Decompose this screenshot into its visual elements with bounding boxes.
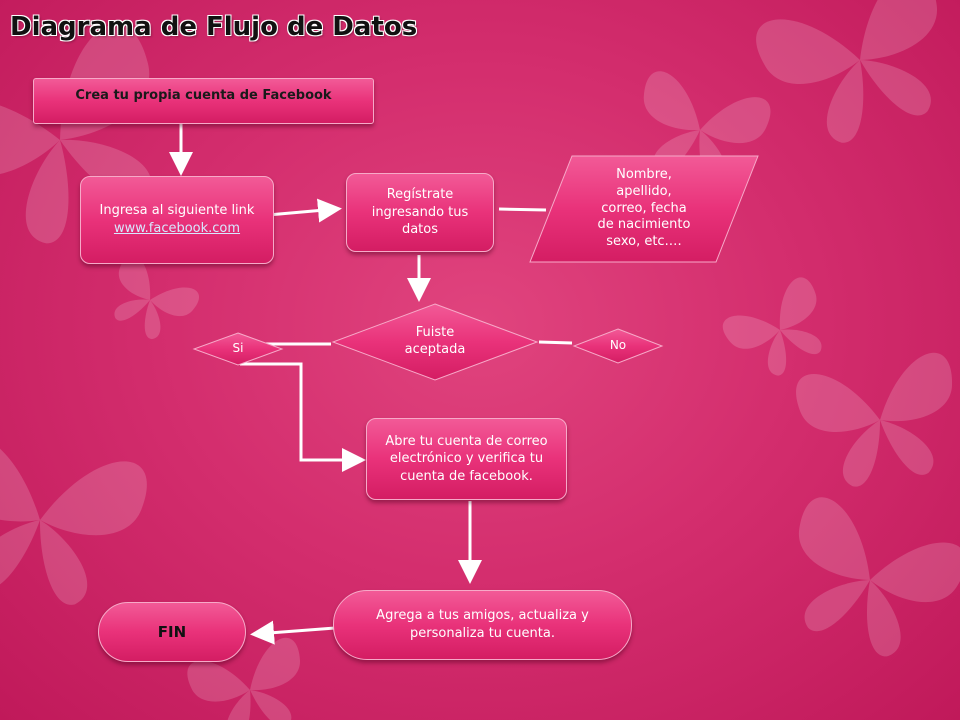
diamond-shape bbox=[192, 332, 284, 366]
diamond-shape bbox=[572, 328, 664, 364]
decision-label: Fuiste aceptada bbox=[404, 325, 466, 357]
node-register-label: Regístrate ingresando tus datos bbox=[371, 187, 469, 238]
diamond-shape bbox=[331, 303, 539, 381]
node-data-fields-text: Nombre, apellido, correo, fecha de nacim… bbox=[568, 154, 720, 264]
arrow-si-to-verify bbox=[240, 362, 366, 472]
yes-label: Si bbox=[232, 341, 244, 356]
node-data-fields: Nombre, apellido, correo, fecha de nacim… bbox=[528, 154, 760, 264]
arrow-add-to-fin bbox=[250, 620, 336, 645]
page-title: Diagrama de Flujo de Datos bbox=[10, 12, 418, 42]
node-fin-label: FIN bbox=[157, 622, 187, 641]
node-verify-label: Abre tu cuenta de correo electrónico y v… bbox=[385, 433, 548, 484]
decision-no: No bbox=[572, 327, 664, 365]
field-line: apellido, bbox=[616, 183, 672, 199]
node-fin: FIN bbox=[98, 602, 246, 662]
field-line: correo, fecha bbox=[601, 200, 687, 216]
node-add-label: Agrega a tus amigos, actualiza y persona… bbox=[376, 608, 589, 641]
node-register: Regístrate ingresando tus datos bbox=[346, 173, 494, 252]
node-start: Crea tu propia cuenta de Facebook bbox=[33, 78, 374, 124]
field-line: sexo, etc.… bbox=[606, 234, 682, 250]
line-register-to-fields bbox=[498, 207, 547, 212]
parallelogram-shape bbox=[529, 155, 759, 263]
no-label: No bbox=[609, 338, 627, 353]
decision-accepted: Fuiste aceptada bbox=[331, 302, 539, 382]
line-decision-to-no bbox=[538, 340, 573, 345]
field-line: de nacimiento bbox=[597, 217, 691, 233]
node-start-label: Crea tu propia cuenta de Facebook bbox=[75, 88, 332, 103]
decision-yes: Si bbox=[192, 331, 284, 367]
arrow-link-to-register bbox=[267, 198, 342, 223]
node-add-friends: Agrega a tus amigos, actualiza y persona… bbox=[333, 590, 632, 660]
node-link-label: Ingresa al siguiente link bbox=[99, 203, 255, 219]
node-link: Ingresa al siguiente link www.facebook.c… bbox=[80, 176, 274, 264]
facebook-link[interactable]: www.facebook.com bbox=[113, 221, 241, 236]
field-line: Nombre, bbox=[616, 166, 672, 182]
node-verify-email: Abre tu cuenta de correo electrónico y v… bbox=[366, 418, 567, 500]
